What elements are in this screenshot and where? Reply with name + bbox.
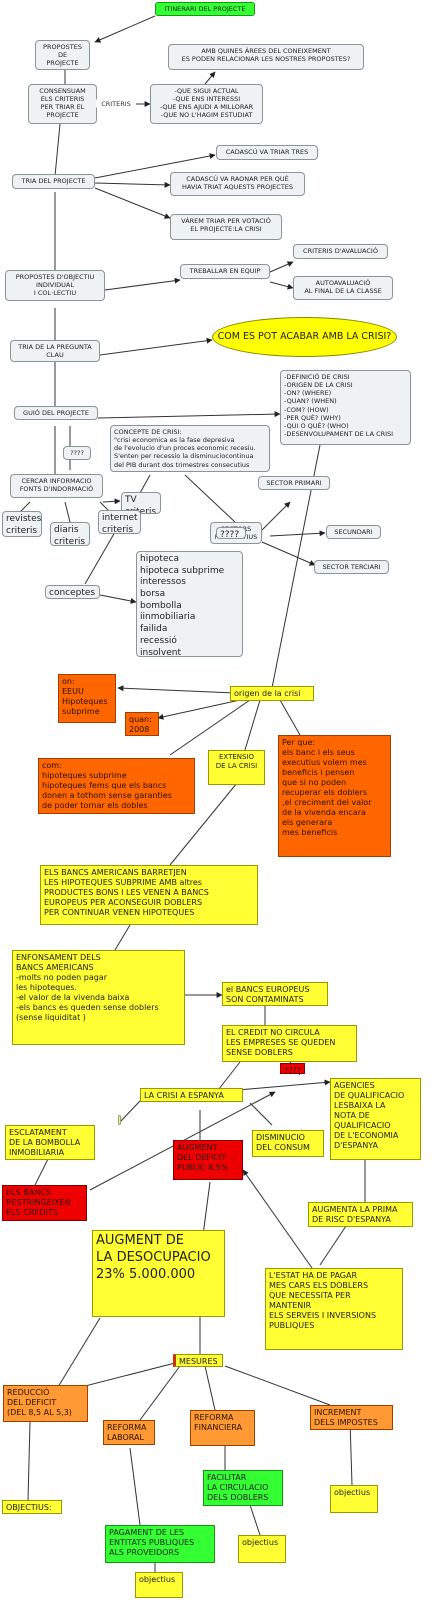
sector-primari-node[interactable]: SECTOR PRIMARI <box>258 476 330 490</box>
reforma-laboral-node[interactable]: REFORMA LABORAL <box>103 1420 155 1445</box>
cercar-info-node[interactable]: CERCAR INFORMACIO FONTS D'INDORMACIÓ <box>10 474 103 498</box>
pregunta-clau-node[interactable]: COM ES POT ACABAR AMB LA CRISI? <box>212 317 397 357</box>
criteris-list-node[interactable]: -QUE SIGUI ACTUAL -QUE ENS INTERESSI -QU… <box>150 84 263 124</box>
votacio-node[interactable]: VÀREM TRIAR PER VOTACIÓ EL PROJECTE:LA C… <box>170 214 282 240</box>
guio-detail-node[interactable]: -DEFINICIÓ DE CRISI -ORIGEN DE LA CRISI … <box>280 370 411 445</box>
tria-pregunta-node[interactable]: TRIA DE LA PREGUNTA CLAU <box>10 340 100 362</box>
crisi-espanya-node[interactable]: LA CRISI A ESPANYA <box>140 1088 243 1102</box>
augment-deficit-node[interactable]: AUGMENT DEL DEFICIT PUBLIC 8,5% <box>173 1140 243 1180</box>
question-marks-3[interactable]: ???? <box>280 1063 305 1074</box>
desocupacio-node[interactable]: AUGMENT DE LA DESOCUPACIO 23% 5.000.000 <box>92 1230 225 1317</box>
secundari-node[interactable]: SECUNDARI <box>326 525 381 539</box>
bancs-europeus-node[interactable]: el BANCS EUROPEUS SON CONTAMINATS <box>222 982 328 1006</box>
objectius-node-1[interactable]: objectius <box>330 1485 378 1513</box>
treballar-equip-node[interactable]: TREBALLAR EN EQUIP <box>180 264 270 279</box>
com-node[interactable]: com: hipoteques subprime hipoteques fems… <box>38 758 195 814</box>
on-eeuu-node[interactable]: on: EEUU Hipoteques subprime <box>58 674 116 723</box>
question-marks-1[interactable]: ???? <box>63 446 91 460</box>
augmenta-prima-node[interactable]: AUGMENTA LA PRIMA DE RISC D'ESPANYA <box>308 1202 413 1227</box>
bancs-americans-node[interactable]: ELS BANCS AMERICANS BARRETJEN LES HIPOTE… <box>40 865 258 925</box>
increment-impostes-node[interactable]: INCREMENT DELS IMPOSTES <box>310 1405 393 1430</box>
title-node[interactable]: ITINERARI DEL PROJECTE <box>155 2 255 16</box>
cadascu-raonar-node[interactable]: CADASCÚ VA RAONAR PER QUÈ HAVIA TRIAT AQ… <box>170 172 305 196</box>
small-marker <box>118 1115 121 1125</box>
objectius-node-3[interactable]: objectius <box>135 1572 183 1598</box>
objectius-caps-node[interactable]: OBJECTIUS: <box>2 1500 62 1514</box>
autoavaluacio-node[interactable]: AUTOAVALUACIÓ AL FINAL DE LA CLASSE <box>293 276 393 300</box>
reforma-financiera-node[interactable]: REFORMA FINANCIERA <box>190 1410 255 1446</box>
credit-node[interactable]: EL CREDIT NO CIRCULA LES EMPRESES SE QUE… <box>222 1025 357 1062</box>
estat-pagar-node[interactable]: L'ESTAT HA DE PAGAR MES CARS ELS DOBLERS… <box>265 1268 403 1350</box>
criteris-avaluacio-node[interactable]: CRITERIS D'AVALUACIÓ <box>293 244 388 259</box>
sector-terciari-node[interactable]: SECTOR TERCIARI <box>314 560 389 574</box>
agencies-node[interactable]: AGENCIES DE QUALIFICACIO LESBAIXA LA NOT… <box>330 1078 421 1160</box>
cadascu-tres-node[interactable]: CADASCÚ VA TRIAR TRES <box>216 145 318 160</box>
per-que-node[interactable]: Per que: els banc i els seus executius v… <box>278 735 391 857</box>
propostes-node[interactable]: PROPOSTES DE PROJECTE <box>35 40 90 70</box>
criteris-label: CRITERIS <box>96 98 136 109</box>
tv-criteris-node[interactable]: TV criteris <box>121 492 161 514</box>
esclatament-node[interactable]: ESCLATAMENT DE LA BOMBOLLA INMOBILIARIA <box>5 1125 95 1160</box>
enfonsament-node[interactable]: ENFONSAMENT DELS BANCS AMERICANS -molts … <box>12 950 185 1045</box>
facilitar-node[interactable]: FACILITAR LA CIRCULACIO DELS DOBLERS <box>203 1470 283 1506</box>
tria-projecte-node[interactable]: TRIA DEL PROJECTE <box>12 174 95 189</box>
consensuam-node[interactable]: CONSENSUAM ELS CRITERIS PER TRIAR EL PRO… <box>28 84 97 124</box>
concepte-crisi-node[interactable]: CONCEPTE DE CRISI: "crisi economica es l… <box>110 425 270 472</box>
question-marks-2[interactable]: ???? <box>216 527 246 539</box>
internet-node[interactable]: internet criteris <box>98 510 141 534</box>
revistes-node[interactable]: revistes criteris <box>2 511 42 537</box>
extensio-node[interactable]: EXTENSIO DE LA CRISI <box>208 750 265 785</box>
bancs-restringeixen-node[interactable]: ELS BANCS RESTRINGEIXEN ELS CREDITS <box>2 1185 87 1221</box>
origen-crisi-node[interactable]: origen de la crisi <box>230 686 314 701</box>
propostes-objectiu-node[interactable]: PROPOSTES D'OBJECTIU INDIVIDUAL I COL·LE… <box>5 270 105 301</box>
pagament-node[interactable]: PAGAMENT DE LES ENTITATS PUBLIQUES ALS P… <box>105 1525 215 1563</box>
quan-2008-node[interactable]: quan: 2008 <box>125 712 159 736</box>
mesures-node[interactable]: MESURES <box>173 1354 223 1367</box>
conceptes-node[interactable]: conceptes <box>45 585 100 599</box>
disminucio-consum-node[interactable]: DISMINUCIO DEL CONSUM <box>252 1130 324 1157</box>
diaris-node[interactable]: diaris criteris <box>50 522 90 546</box>
guio-node[interactable]: GUIÓ DEL PROJECTE <box>14 406 98 420</box>
concept-list-node[interactable]: hipoteca hipoteca subprime interessos bo… <box>136 551 243 657</box>
arees-node[interactable]: AMB QUINES ÀREES DEL CONEIXEMENT ES PODE… <box>168 44 364 70</box>
reduccio-deficit-node[interactable]: REDUCCIÓ DEL DEFICIT (DEL 8,5 AL 5,3) <box>3 1385 88 1422</box>
objectius-node-2[interactable]: objectius <box>238 1535 286 1563</box>
